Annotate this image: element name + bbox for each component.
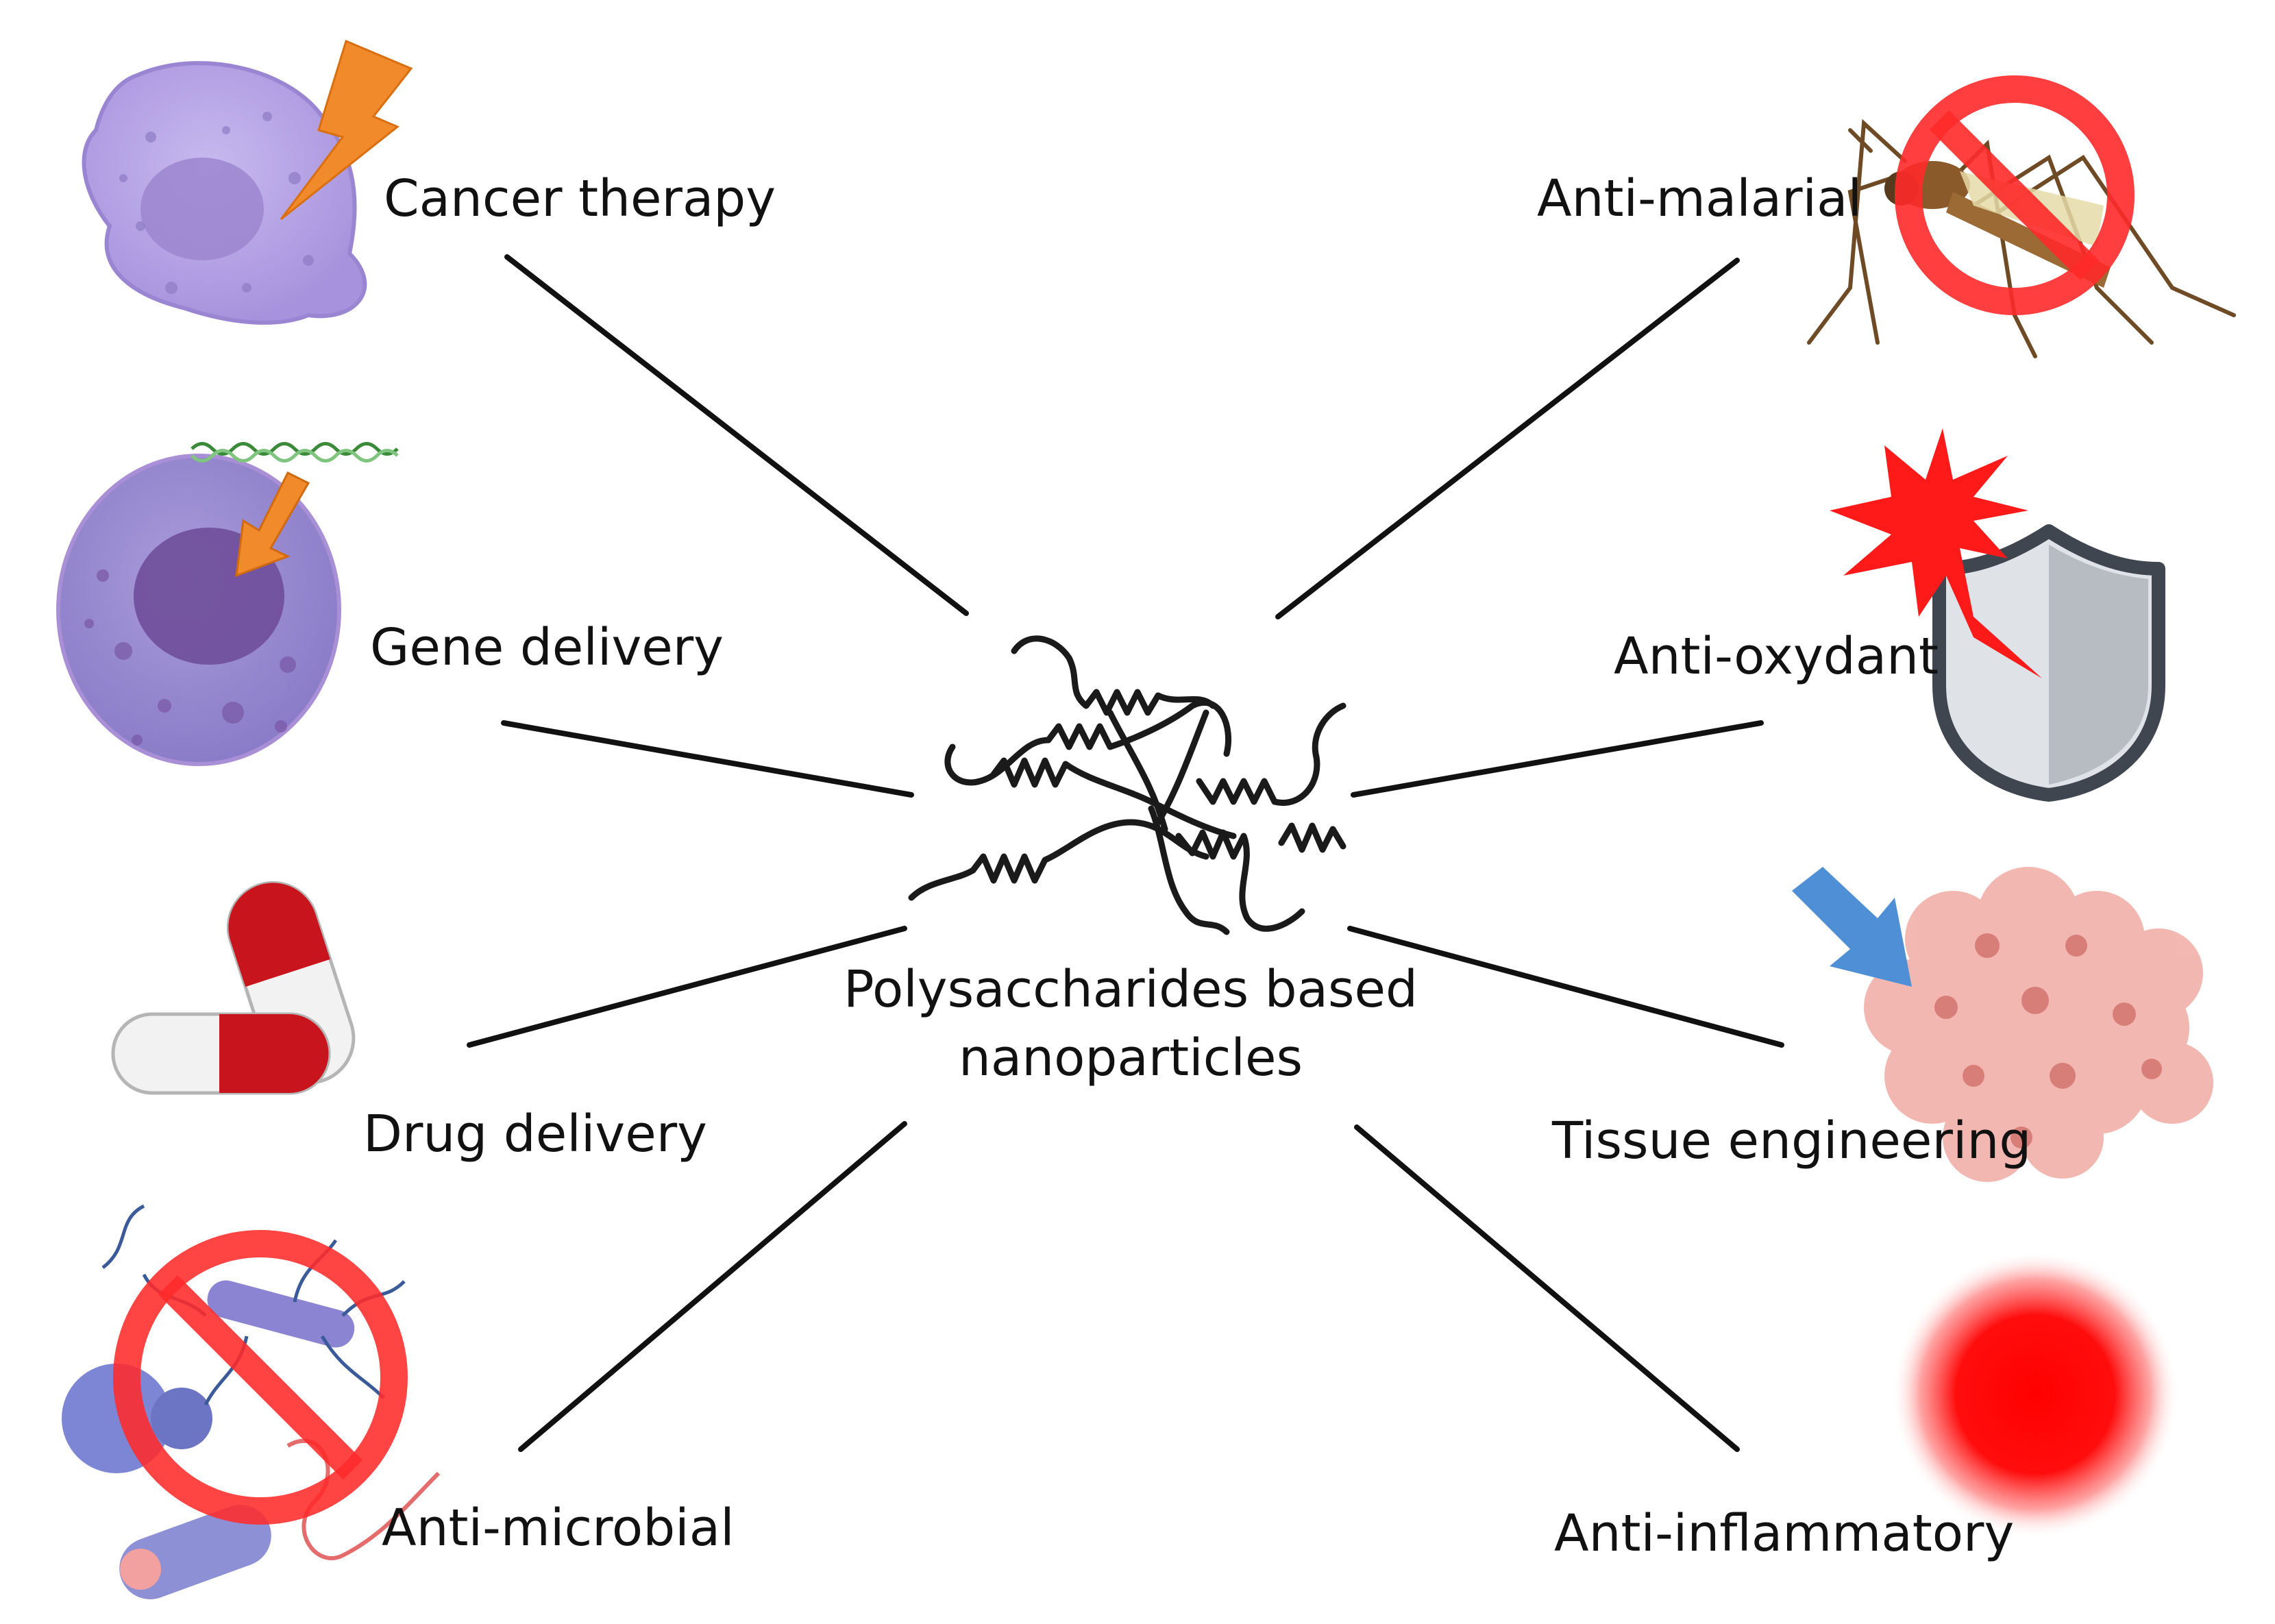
connector-tissue-engineering	[1347, 926, 1784, 1048]
label-anti-microbial: Anti-microbial	[382, 1499, 735, 1558]
label-drug-delivery: Drug delivery	[363, 1105, 707, 1164]
center-label: Polysaccharides based nanoparticles	[815, 956, 1446, 1093]
label-anti-inflammatory: Anti-inflammatory	[1554, 1504, 2014, 1563]
cell-dna-icon	[56, 442, 399, 766]
connector-lines	[467, 254, 1784, 1452]
connector-anti-microbial	[518, 1121, 907, 1452]
connector-anti-oxydant	[1351, 720, 1764, 798]
label-anti-oxydant: Anti-oxydant	[1614, 627, 1939, 686]
shield-burst-icon	[1830, 428, 2165, 802]
cancer-cell-lightning-icon	[82, 39, 413, 325]
no-bacteria-icon	[62, 1204, 441, 1599]
label-tissue-engineering: Tissue engineering	[1551, 1111, 2031, 1170]
connector-cancer-therapy	[504, 254, 969, 616]
no-mosquito-icon	[1807, 75, 2236, 358]
center-label-line2: nanoparticles	[958, 1028, 1303, 1087]
connector-anti-inflammatory	[1354, 1124, 1740, 1452]
red-glow-icon	[1891, 1251, 2179, 1538]
polymer-chains-icon	[908, 635, 1346, 935]
connector-anti-malarial	[1275, 258, 1740, 619]
tissue-cells-icon	[1792, 867, 2213, 1182]
label-cancer-therapy: Cancer therapy	[384, 169, 776, 228]
label-anti-malarial: Anti-malarial	[1537, 169, 1862, 228]
connector-drug-delivery	[467, 926, 907, 1048]
capsule-pills-icon	[111, 881, 356, 1095]
label-gene-delivery: Gene delivery	[370, 618, 724, 677]
center-label-line1: Polysaccharides based	[843, 960, 1418, 1019]
connector-gene-delivery	[501, 720, 914, 798]
